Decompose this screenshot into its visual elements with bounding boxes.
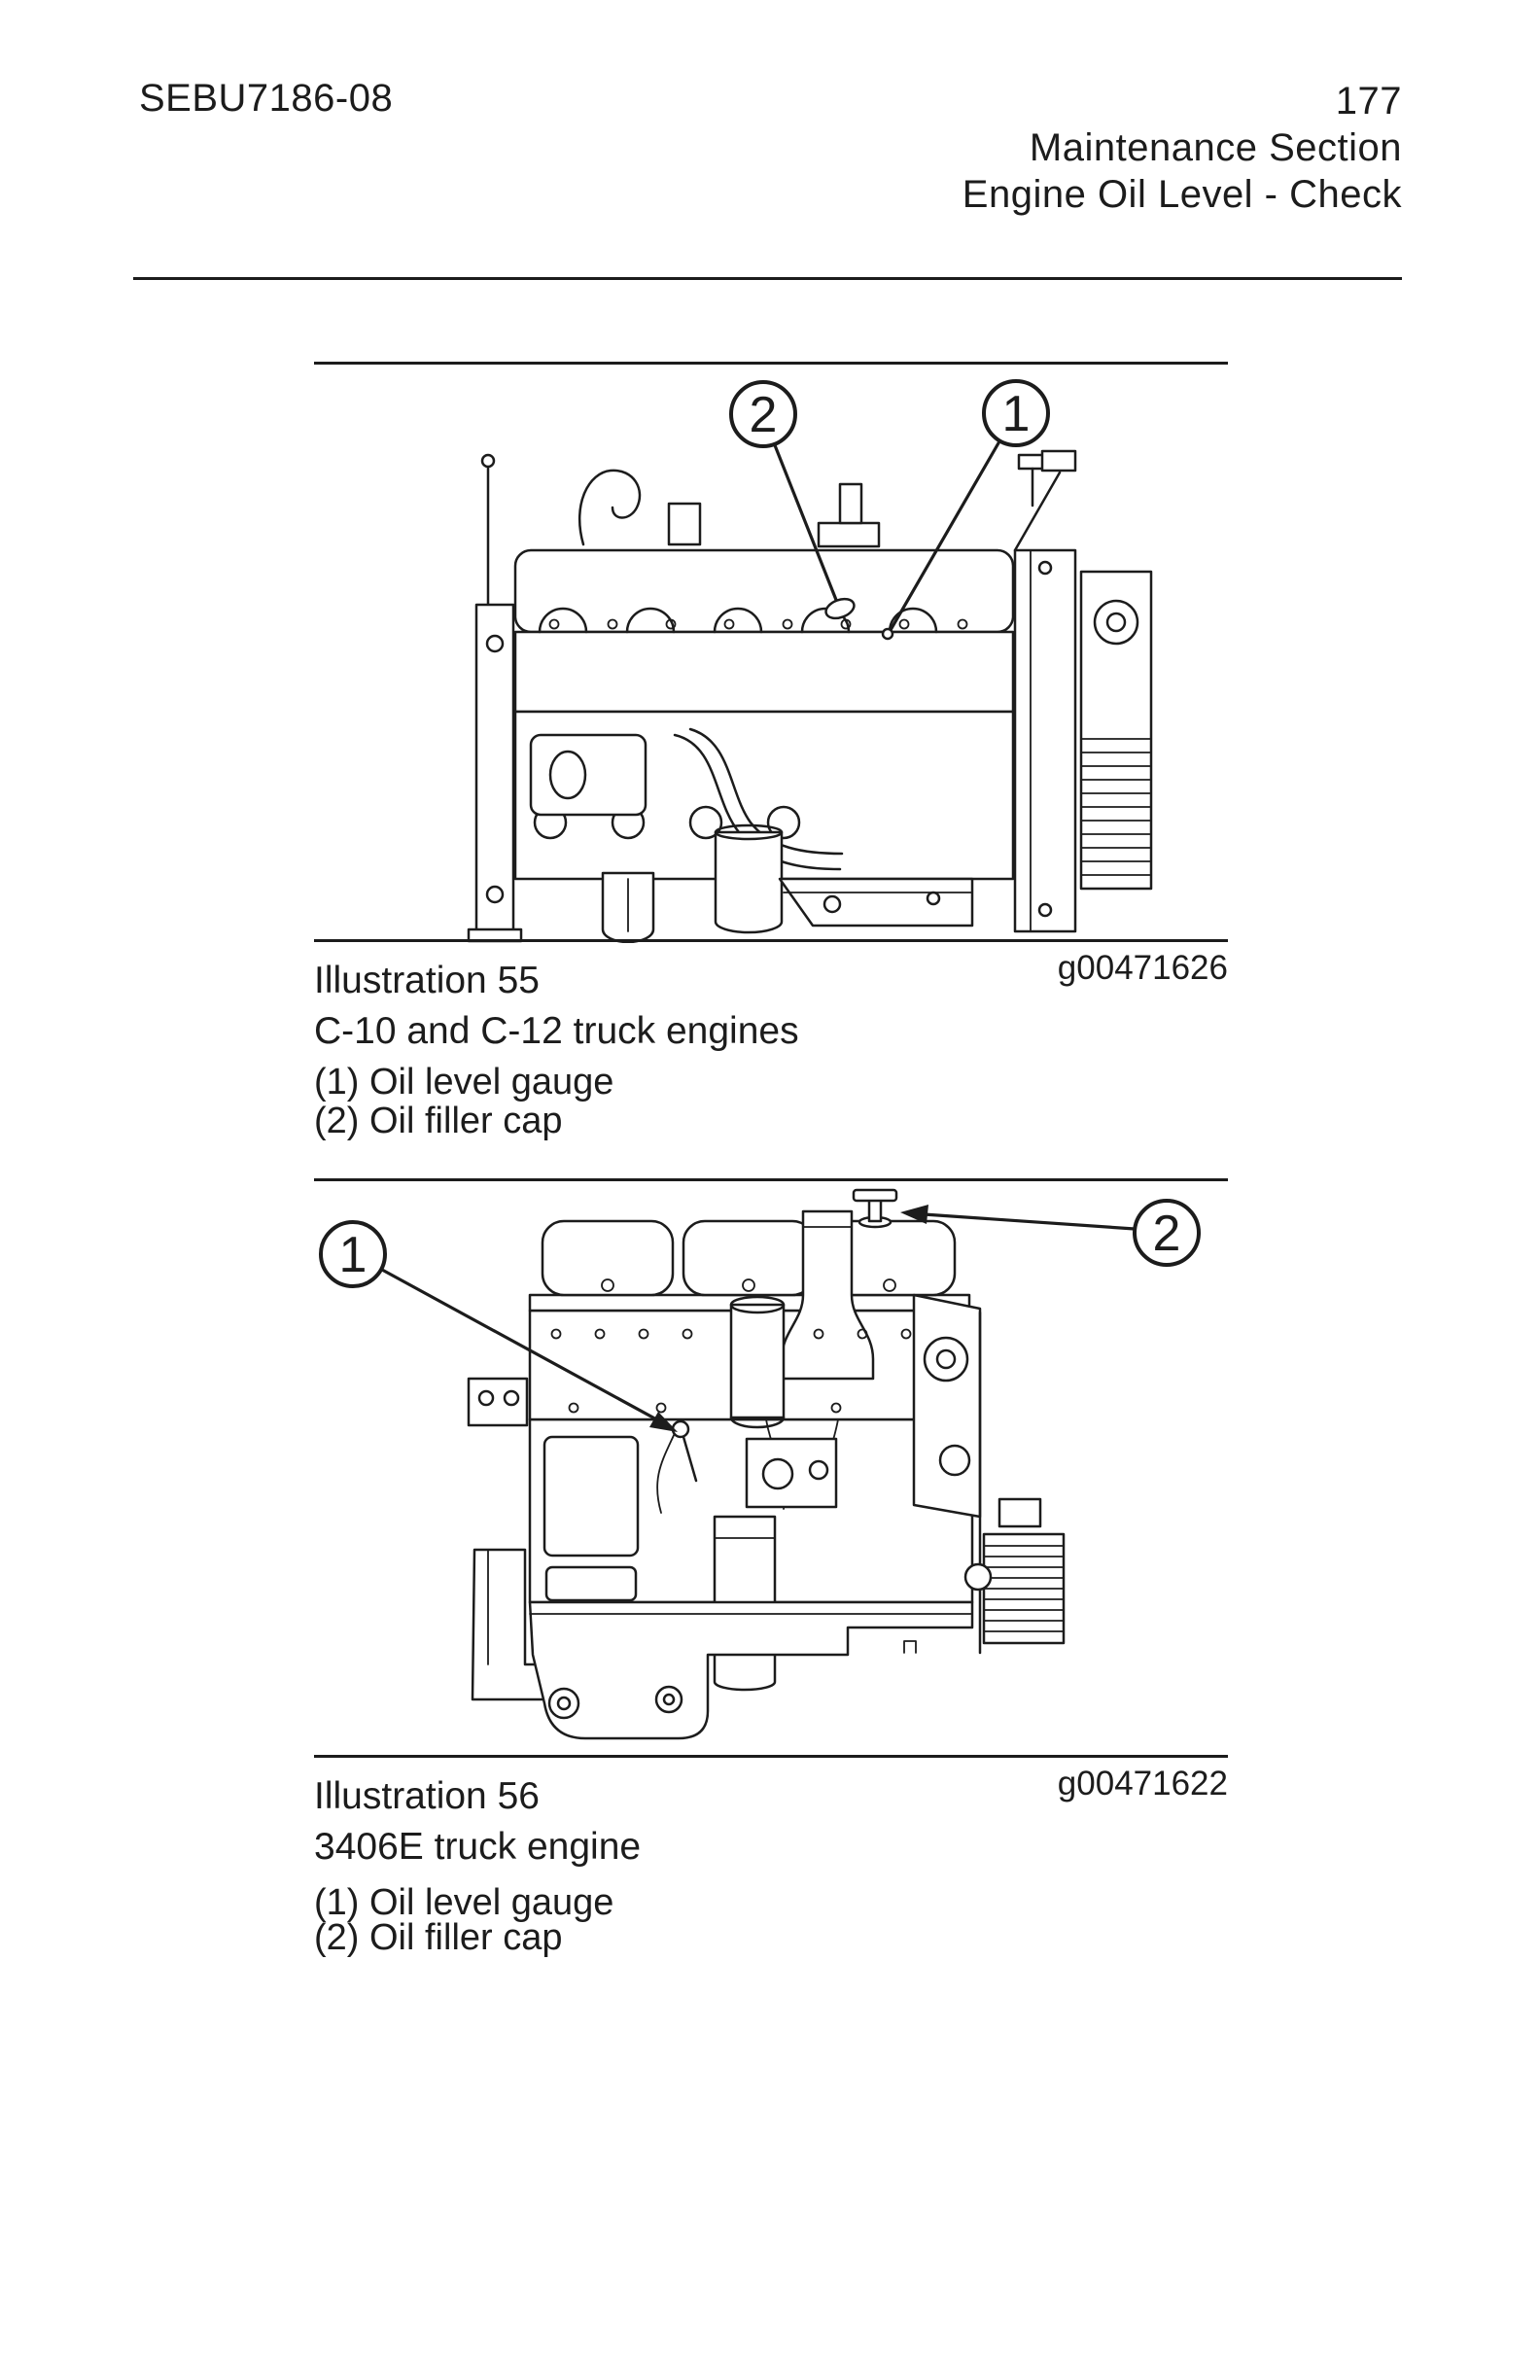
oil-filler-cap-part — [824, 597, 856, 620]
oil-level-gauge-part — [881, 627, 894, 641]
valve-cover — [513, 548, 1015, 634]
valve-cover — [541, 1219, 675, 1297]
figure2-legend-item-1: (1) Oil level gauge — [314, 1882, 614, 1923]
figure2-g-number: g00471622 — [1057, 1765, 1228, 1802]
figure1-legend-item-1: (1) Oil level gauge — [314, 1062, 614, 1102]
callout-1-badge — [982, 379, 1050, 447]
header-divider — [133, 277, 1402, 280]
arrowhead-1 — [649, 1412, 678, 1432]
front-bracket — [474, 603, 515, 933]
engine-illustration-3406e: 1 2 — [319, 1188, 1201, 1740]
figure1-g-number: g00471626 — [1057, 949, 1228, 987]
oil-filler-cap-part — [852, 1188, 898, 1229]
engine-illustration-c10-c12: 2 1 — [467, 379, 1153, 943]
callout-2-label: 2 — [1153, 1206, 1181, 1262]
section-name: Maintenance Section — [1029, 126, 1402, 169]
arrowhead-2 — [900, 1205, 928, 1224]
figure1-top-divider — [314, 362, 1228, 365]
figure2-top-divider — [314, 1178, 1228, 1181]
leader-line-2 — [773, 444, 838, 601]
wiring-loop — [578, 469, 642, 546]
callout-1-badge — [319, 1220, 387, 1288]
figure1-legend-item-2: (2) Oil filler cap — [314, 1101, 563, 1141]
callout-1-label: 1 — [1002, 386, 1031, 442]
cylinder-head — [513, 630, 1015, 714]
page-title: Engine Oil Level - Check — [962, 173, 1402, 216]
figure2-bottom-divider — [314, 1755, 1228, 1758]
page-number: 177 — [1335, 80, 1402, 122]
callout-2-badge — [1133, 1199, 1201, 1267]
engine1-drawing — [467, 449, 1153, 943]
leader-line-1 — [381, 1268, 672, 1429]
callout-2-badge — [729, 380, 797, 448]
doc-number: SEBU7186-08 — [139, 77, 394, 120]
engine2-drawing — [467, 1188, 1066, 1740]
leader-line-1 — [889, 440, 1001, 631]
oil-filter — [714, 830, 784, 934]
figure2-caption: 3406E truck engine — [314, 1826, 642, 1868]
oil-pan — [778, 877, 974, 928]
oil-pan — [528, 1600, 974, 1740]
callout-1-label: 1 — [339, 1227, 368, 1283]
figure1-label: Illustration 55 — [314, 960, 540, 1001]
figure2-label: Illustration 56 — [314, 1775, 540, 1817]
figure2-legend-item-2: (2) Oil filler cap — [314, 1917, 563, 1958]
figure1-caption: C-10 and C-12 truck engines — [314, 1010, 799, 1052]
leader-line-2 — [923, 1212, 1136, 1231]
figure1-bottom-divider — [314, 939, 1228, 942]
callout-2-label: 2 — [750, 387, 778, 443]
